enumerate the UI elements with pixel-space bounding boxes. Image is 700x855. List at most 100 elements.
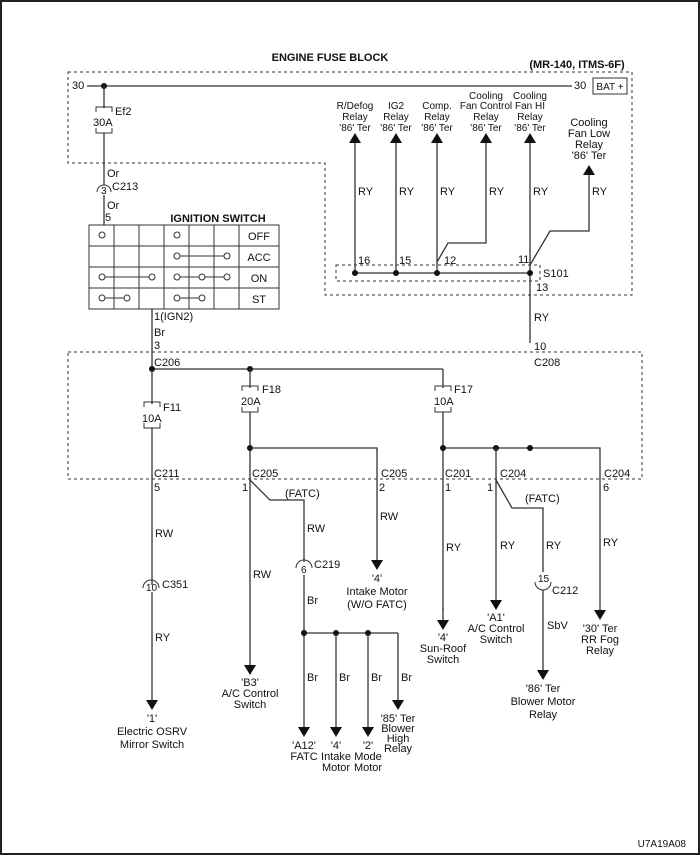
svg-text:'B3': 'B3' xyxy=(241,677,259,689)
wire-label-or: Or xyxy=(107,168,120,180)
svg-text:15: 15 xyxy=(538,574,550,585)
splice-s101-label: S101 xyxy=(543,268,569,280)
svg-text:Br: Br xyxy=(307,672,318,684)
svg-text:RW: RW xyxy=(155,528,174,540)
svg-text:10: 10 xyxy=(534,341,546,353)
svg-text:Switch: Switch xyxy=(427,654,459,666)
svg-text:Relay: Relay xyxy=(424,112,450,123)
svg-text:'4': '4' xyxy=(331,740,341,752)
svg-text:3: 3 xyxy=(101,186,107,197)
svg-text:Fan HI: Fan HI xyxy=(515,101,545,112)
ign2-label: 1(IGN2) xyxy=(154,311,193,323)
svg-text:'86' Ter: '86' Ter xyxy=(339,123,371,134)
svg-text:'86' Ter: '86' Ter xyxy=(514,123,546,134)
load-intake-wo-fatc-label: Intake Motor xyxy=(346,586,407,598)
svg-text:1: 1 xyxy=(445,482,451,494)
svg-text:Fan Control: Fan Control xyxy=(460,101,512,112)
connector-c219 xyxy=(295,559,313,569)
connector-c201-label: C201 xyxy=(445,468,471,480)
load-a1-label: A/C Control xyxy=(468,623,525,635)
svg-text:Relay: Relay xyxy=(473,112,499,123)
connector-c351-label: C351 xyxy=(162,579,188,591)
connector-c205-1-label: C205 xyxy=(252,468,278,480)
svg-text:'86' Ter: '86' Ter xyxy=(470,123,502,134)
svg-text:Cooling: Cooling xyxy=(513,91,547,102)
connector-c213-label: C213 xyxy=(112,181,138,193)
load-sunroof-label: Sun-Roof xyxy=(420,643,467,655)
svg-text:Relay: Relay xyxy=(342,112,368,123)
battery-label: BAT + xyxy=(596,82,623,93)
svg-text:RY: RY xyxy=(358,186,374,198)
svg-text:3: 3 xyxy=(154,340,160,352)
svg-text:(W/O FATC): (W/O FATC) xyxy=(347,599,407,611)
svg-text:'A12': 'A12' xyxy=(292,740,316,752)
svg-text:RY: RY xyxy=(489,186,505,198)
svg-text:RY: RY xyxy=(534,312,550,324)
svg-text:RY: RY xyxy=(446,542,462,554)
arrow-intake xyxy=(330,727,342,737)
arrow-a1 xyxy=(490,600,502,610)
svg-text:Switch: Switch xyxy=(480,634,512,646)
ignition-switch-title: IGNITION SWITCH xyxy=(170,213,265,225)
svg-text:6: 6 xyxy=(301,565,307,576)
svg-text:RY: RY xyxy=(155,632,171,644)
svg-text:Br: Br xyxy=(371,672,382,684)
svg-text:RY: RY xyxy=(399,186,415,198)
ign-pos-off: OFF xyxy=(248,231,270,243)
connector-c208-label: C208 xyxy=(534,357,560,369)
svg-text:Relay: Relay xyxy=(517,112,543,123)
connector-c212-label: C212 xyxy=(552,585,578,597)
load-intake-label: Intake xyxy=(321,751,351,763)
arrow-rr-fog xyxy=(594,610,606,620)
svg-text:Motor: Motor xyxy=(354,762,382,774)
svg-text:Relay: Relay xyxy=(383,112,409,123)
connector-c205-2-label: C205 xyxy=(381,468,407,480)
arrow-sunroof xyxy=(437,620,449,630)
fuse-ef2-name: Ef2 xyxy=(115,106,132,118)
battery-box xyxy=(592,77,628,95)
connector-c213 xyxy=(96,184,112,193)
svg-text:'86' Ter: '86' Ter xyxy=(526,683,561,695)
load-rr-fog-label: RR Fog xyxy=(581,634,619,646)
svg-text:2: 2 xyxy=(379,482,385,494)
svg-text:Switch: Switch xyxy=(234,699,266,711)
svg-text:RW: RW xyxy=(380,511,399,523)
svg-text:'2': '2' xyxy=(363,740,373,752)
fuse-f11-name: F11 xyxy=(163,402,181,414)
svg-text:'A1': 'A1' xyxy=(487,612,505,624)
svg-text:Cooling: Cooling xyxy=(570,117,607,129)
fuse-f18-top xyxy=(241,385,259,391)
load-mode-label: Mode xyxy=(354,751,382,763)
arrow-b3 xyxy=(244,665,256,675)
model-label: (MR-140, ITMS-6F) xyxy=(529,59,625,71)
svg-text:Br: Br xyxy=(339,672,350,684)
arrow-osrv xyxy=(146,700,158,710)
svg-text:RY: RY xyxy=(603,537,619,549)
svg-text:Relay: Relay xyxy=(529,709,558,721)
ip-fuse-block-outline xyxy=(67,351,643,480)
svg-text:Br: Br xyxy=(401,672,412,684)
fuse-f17-top xyxy=(434,385,452,391)
svg-text:'1': '1' xyxy=(147,713,157,725)
fatc-label: (FATC) xyxy=(285,488,320,500)
svg-text:13: 13 xyxy=(536,282,548,294)
svg-text:RW: RW xyxy=(253,569,272,581)
load-a12-label: FATC xyxy=(290,751,317,763)
svg-text:Relay: Relay xyxy=(586,645,615,657)
svg-text:RY: RY xyxy=(533,186,549,198)
connector-c351 xyxy=(142,579,160,589)
svg-text:Fan Low: Fan Low xyxy=(568,128,610,140)
svg-text:15: 15 xyxy=(399,255,411,267)
fuse-block-title: ENGINE FUSE BLOCK xyxy=(272,52,389,64)
arrow-intake-wo-fatc xyxy=(371,560,383,570)
ign-pos-acc: ACC xyxy=(247,252,270,264)
ign-pos-st: ST xyxy=(252,294,266,306)
fuse-f18-name: F18 xyxy=(262,384,281,396)
ign-pos-on: ON xyxy=(251,273,268,285)
connector-c212 xyxy=(534,581,552,591)
engine-fuse-block-outline xyxy=(67,71,633,296)
svg-text:IG2: IG2 xyxy=(388,101,405,112)
svg-text:'85' Ter: '85' Ter xyxy=(381,713,416,725)
load-blower-high-label: Blower xyxy=(381,723,415,735)
svg-text:RW: RW xyxy=(307,523,326,535)
